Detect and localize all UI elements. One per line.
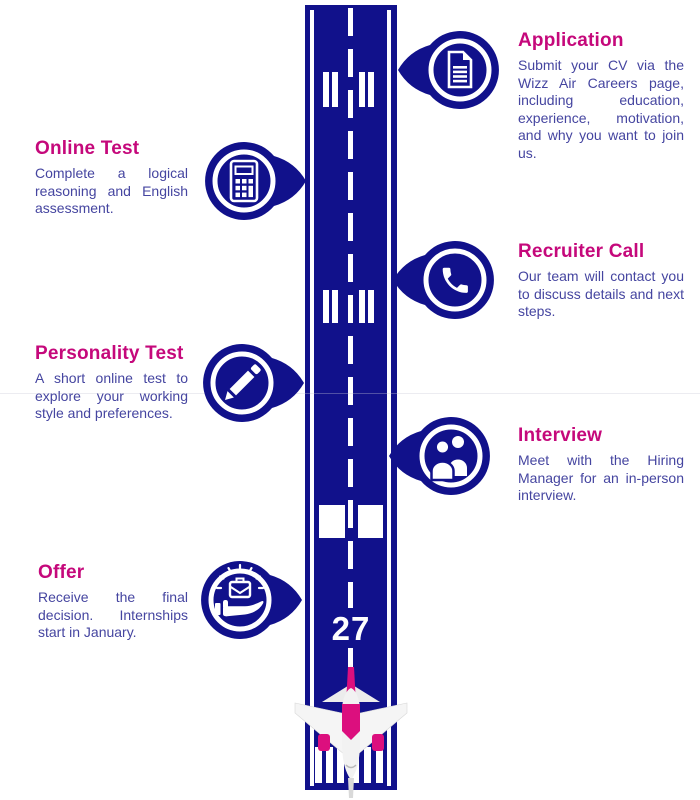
runway-marking <box>368 72 374 107</box>
step-offer: Offer Receive the final decision. Intern… <box>38 562 188 642</box>
step-online-test: Online Test Complete a logical reasoning… <box>35 138 188 218</box>
runway-edge-line <box>387 10 391 786</box>
runway-threshold-bar <box>315 747 322 783</box>
step-interview: Interview Meet with the Hiring Manager f… <box>518 425 684 505</box>
step-description: Our team will contact you to discuss det… <box>518 268 684 320</box>
step-description: A short online test to explore your work… <box>35 370 188 422</box>
runway-threshold-bar <box>364 747 371 783</box>
people-icon <box>389 417 490 495</box>
runway-marking <box>359 72 365 107</box>
airplane-icon <box>294 664 408 798</box>
step-title: Personality Test <box>35 343 184 364</box>
step-description: Meet with the Hiring Manager for an in-p… <box>518 452 684 504</box>
runway-marking <box>319 505 345 538</box>
runway-marking <box>368 290 374 323</box>
runway-edge-line <box>310 10 314 786</box>
step-personality-test: Personality Test A short online test to … <box>35 343 188 423</box>
step-description: Submit your CV via the Wizz Air Careers … <box>518 57 684 161</box>
runway-marking <box>332 290 338 323</box>
calculator-icon <box>205 142 306 220</box>
step-description: Receive the final decision. Internships … <box>38 589 188 641</box>
step-description: Complete a logical reasoning and English… <box>35 165 188 217</box>
runway-marking <box>359 290 365 323</box>
runway-marking <box>332 72 338 107</box>
runway: 27 <box>305 5 397 790</box>
runway-marking <box>358 505 383 538</box>
runway-centerline <box>348 8 353 608</box>
runway-number: 27 <box>329 610 373 648</box>
document-icon <box>398 31 499 110</box>
runway-marking <box>323 290 329 323</box>
runway-marking <box>323 72 329 107</box>
step-title: Offer <box>38 562 85 583</box>
runway-threshold-bar <box>326 747 333 783</box>
step-title: Application <box>518 30 624 51</box>
pencil-icon <box>203 344 304 422</box>
hand-offer-icon <box>201 561 302 639</box>
runway-centerline-dash <box>348 648 353 670</box>
faint-divider-line <box>0 393 700 394</box>
step-title: Recruiter Call <box>518 241 645 262</box>
runway-threshold-bar <box>376 747 383 783</box>
step-title: Interview <box>518 425 603 446</box>
step-application: Application Submit your CV via the Wizz … <box>518 30 684 163</box>
phone-icon <box>393 241 494 319</box>
step-title: Online Test <box>35 138 140 159</box>
runway-threshold-bar <box>337 747 344 783</box>
step-recruiter-call: Recruiter Call Our team will contact you… <box>518 241 684 321</box>
